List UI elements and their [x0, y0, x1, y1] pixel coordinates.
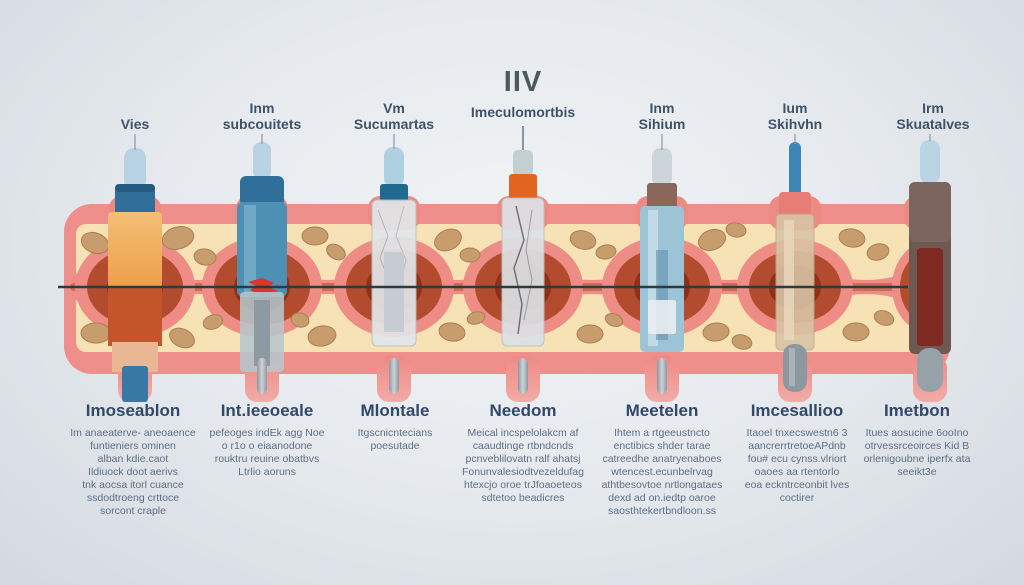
column-description-2: pefeoges indEk agg Noe o r1o o eiaanodon…	[209, 427, 325, 478]
column-description-5: Ihtem a rtgeeustncto enctibics shder tar…	[601, 427, 723, 517]
top-label-6: Ium Skihvhn	[767, 100, 823, 132]
column-description-3: Itgscnicntecians poesutade	[357, 427, 433, 452]
main-title: IIV	[503, 66, 543, 98]
label-leader-lines	[134, 134, 931, 150]
syringe-6	[775, 142, 815, 392]
top-label-7: Irm Skuatalves	[896, 100, 970, 132]
column-heading-5: Meetelen	[625, 401, 699, 420]
column-heading-2: Int.ieeoeale	[220, 401, 314, 420]
syringe-2	[237, 142, 287, 394]
top-label-5: Inm Sihium	[638, 100, 686, 132]
syringe-5	[640, 148, 684, 394]
fat-lobules	[80, 222, 895, 350]
top-label-1: Vies	[120, 116, 150, 132]
column-heading-1: Imoseablon	[85, 401, 181, 420]
column-heading-7: Imetbon	[883, 401, 951, 420]
column-description-7: Itues aosucine 6ooIno otrvessrceoirces K…	[863, 427, 971, 478]
syringe-3	[371, 147, 417, 394]
column-heading-3: Mlontale	[360, 401, 430, 420]
column-description-1: Im anaeaterve- aneoaence funtieniers omi…	[70, 427, 196, 517]
column-heading-6: Imcesallioo	[750, 401, 844, 420]
column-description-4: Meical incspelolakcm af caaudtinge rtbnd…	[461, 427, 584, 504]
top-label-3: Vm Sucumartas	[353, 100, 435, 132]
syringe-7	[909, 140, 951, 392]
column-description-6: Itaoel tnxecswestn6 3 aancrerrtretoeAPdn…	[744, 427, 850, 504]
syringe-1	[108, 148, 162, 402]
column-heading-4: Needom	[489, 401, 557, 420]
top-label-2: Inm subcouitets	[222, 100, 302, 132]
top-label-4: Imeculomortbis	[470, 104, 576, 120]
syringe-4	[501, 126, 545, 394]
